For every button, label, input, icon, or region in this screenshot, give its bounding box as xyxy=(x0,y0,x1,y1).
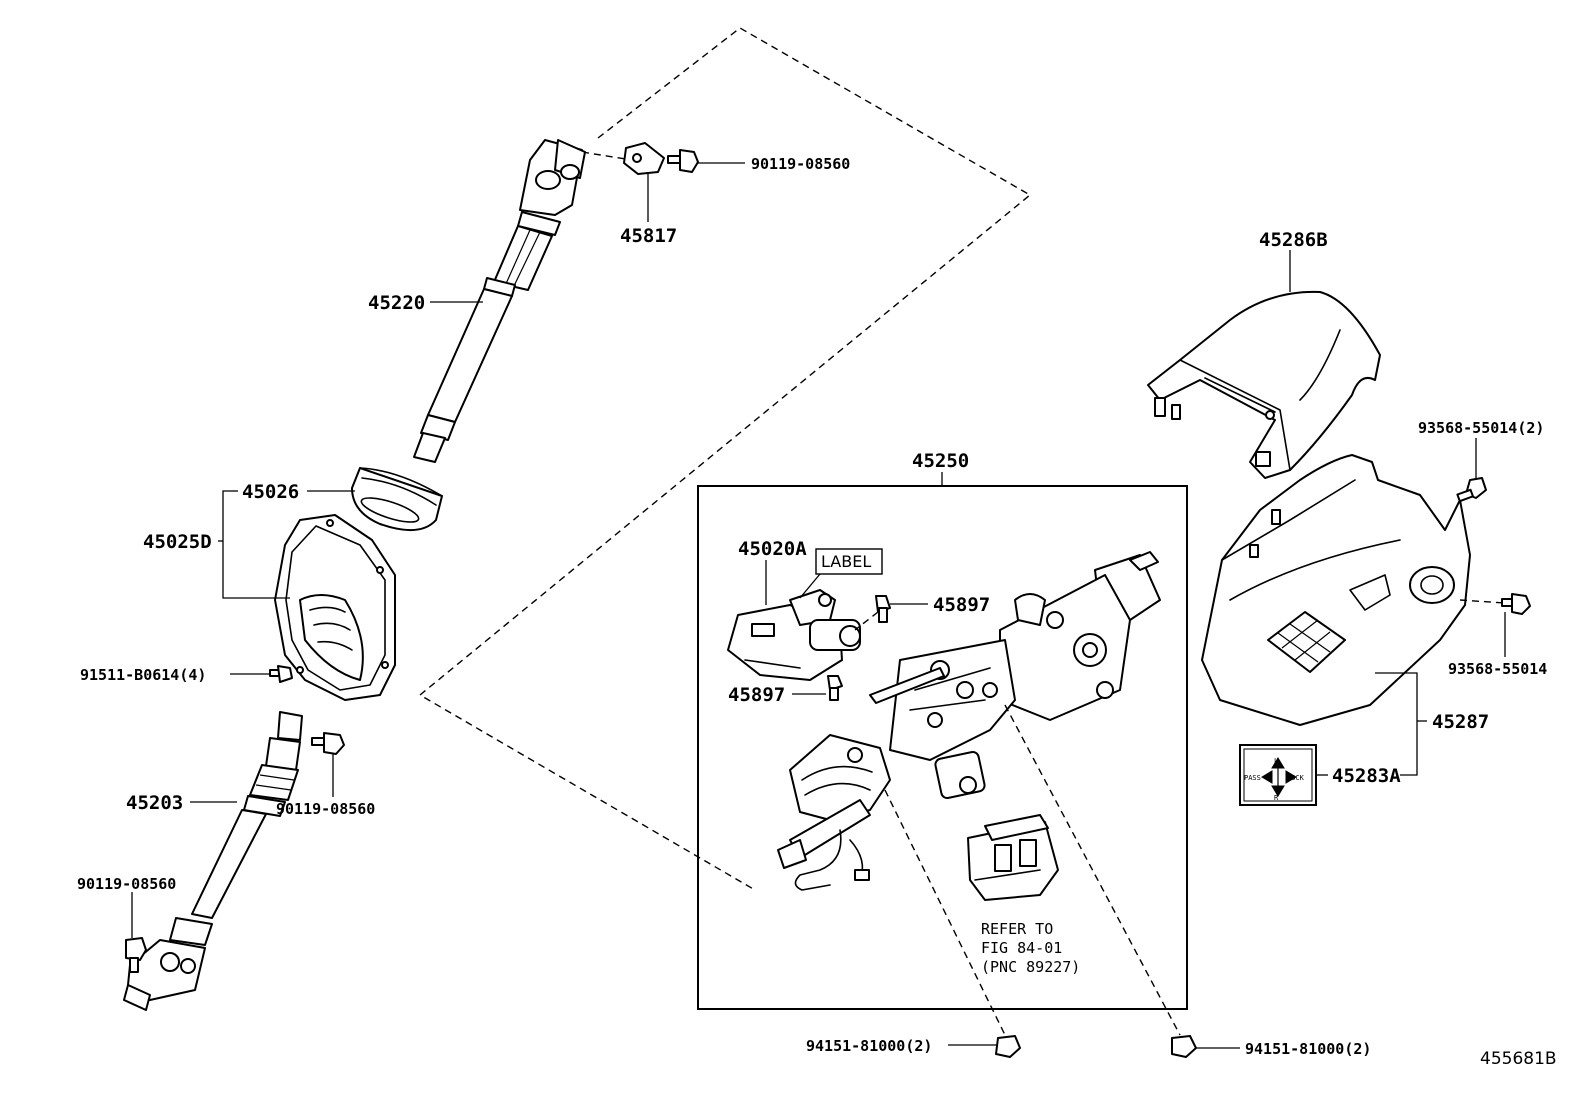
screw-93568-55014-2 xyxy=(1456,477,1487,503)
label-tag-box xyxy=(815,548,883,575)
bolt-91511-B0614 xyxy=(269,665,293,683)
screw-93568-55014 xyxy=(1501,593,1531,615)
nut-94151-81000-right xyxy=(1171,1035,1197,1058)
refer-note-line2: FIG 84-01 xyxy=(981,939,1062,957)
label-45897-a: 45897 xyxy=(933,594,990,616)
bolt-90119-08560-mid xyxy=(311,732,345,755)
part-45025D-cover xyxy=(274,514,396,701)
leader-label-tag xyxy=(799,573,821,599)
label-91511-B0614: 91511-B0614(4) xyxy=(80,666,206,684)
bracket-45025D xyxy=(222,490,290,599)
label-90119-08560-top: 90119-08560 xyxy=(751,155,850,173)
dashed-93568-55014 xyxy=(1459,599,1506,604)
decal-text-middle: PASS xyxy=(1244,774,1261,782)
label-45817: 45817 xyxy=(620,225,677,247)
bolt-90119-08560-low xyxy=(125,937,147,973)
dashed-45897-a xyxy=(854,611,879,631)
part-45283A-decal: L R PASS LOCK xyxy=(1239,744,1317,806)
label-tag-text: LABEL xyxy=(821,552,871,571)
label-94151-81000-left: 94151-81000(2) xyxy=(806,1037,932,1055)
nut-94151-81000-left xyxy=(995,1035,1021,1058)
label-94151-81000-right: 94151-81000(2) xyxy=(1245,1040,1371,1058)
decal-text-middle-right: LOCK xyxy=(1287,774,1305,782)
label-45283A: 45283A xyxy=(1332,765,1401,787)
label-45026: 45026 xyxy=(242,481,299,503)
label-45020A: 45020A xyxy=(738,538,807,560)
part-ecu-module xyxy=(967,814,1059,901)
part-45817-plate xyxy=(623,142,665,175)
label-45203: 45203 xyxy=(126,792,183,814)
part-45220-shaft xyxy=(413,139,586,463)
screw-45897-a xyxy=(875,595,891,623)
label-45025D: 45025D xyxy=(143,531,212,553)
decal-text-bottom: R xyxy=(1274,794,1279,802)
figure-number: 455681B xyxy=(1480,1049,1557,1069)
part-45286B-upper-cover xyxy=(1147,290,1381,479)
label-45250: 45250 xyxy=(912,450,969,472)
label-90119-08560-mid: 90119-08560 xyxy=(276,800,375,818)
dashed-nut-left xyxy=(884,789,1006,1036)
label-45897-b: 45897 xyxy=(728,684,785,706)
bolt-90119-08560-top xyxy=(667,149,699,173)
label-90119-08560-low: 90119-08560 xyxy=(77,875,176,893)
part-steering-column xyxy=(777,551,1161,891)
decal-text-top: L xyxy=(1274,757,1278,765)
refer-note-line3: (PNC 89227) xyxy=(981,958,1080,976)
label-45287: 45287 xyxy=(1432,711,1489,733)
part-45026-ring xyxy=(351,467,443,531)
screw-45897-b xyxy=(827,675,843,701)
bracket-45287 xyxy=(1375,672,1418,776)
label-93568-55014-2: 93568-55014(2) xyxy=(1418,419,1544,437)
label-45220: 45220 xyxy=(368,292,425,314)
label-93568-55014: 93568-55014 xyxy=(1448,660,1547,678)
label-45286B: 45286B xyxy=(1259,229,1328,251)
dashed-nut-right xyxy=(1004,704,1181,1036)
refer-note-line1: REFER TO xyxy=(981,920,1053,938)
part-45020A-actuator xyxy=(727,589,861,681)
dashed-group-outline xyxy=(418,27,1032,891)
part-45287-lower-cover xyxy=(1201,454,1471,726)
part-45203-lower-shaft xyxy=(123,711,303,1011)
